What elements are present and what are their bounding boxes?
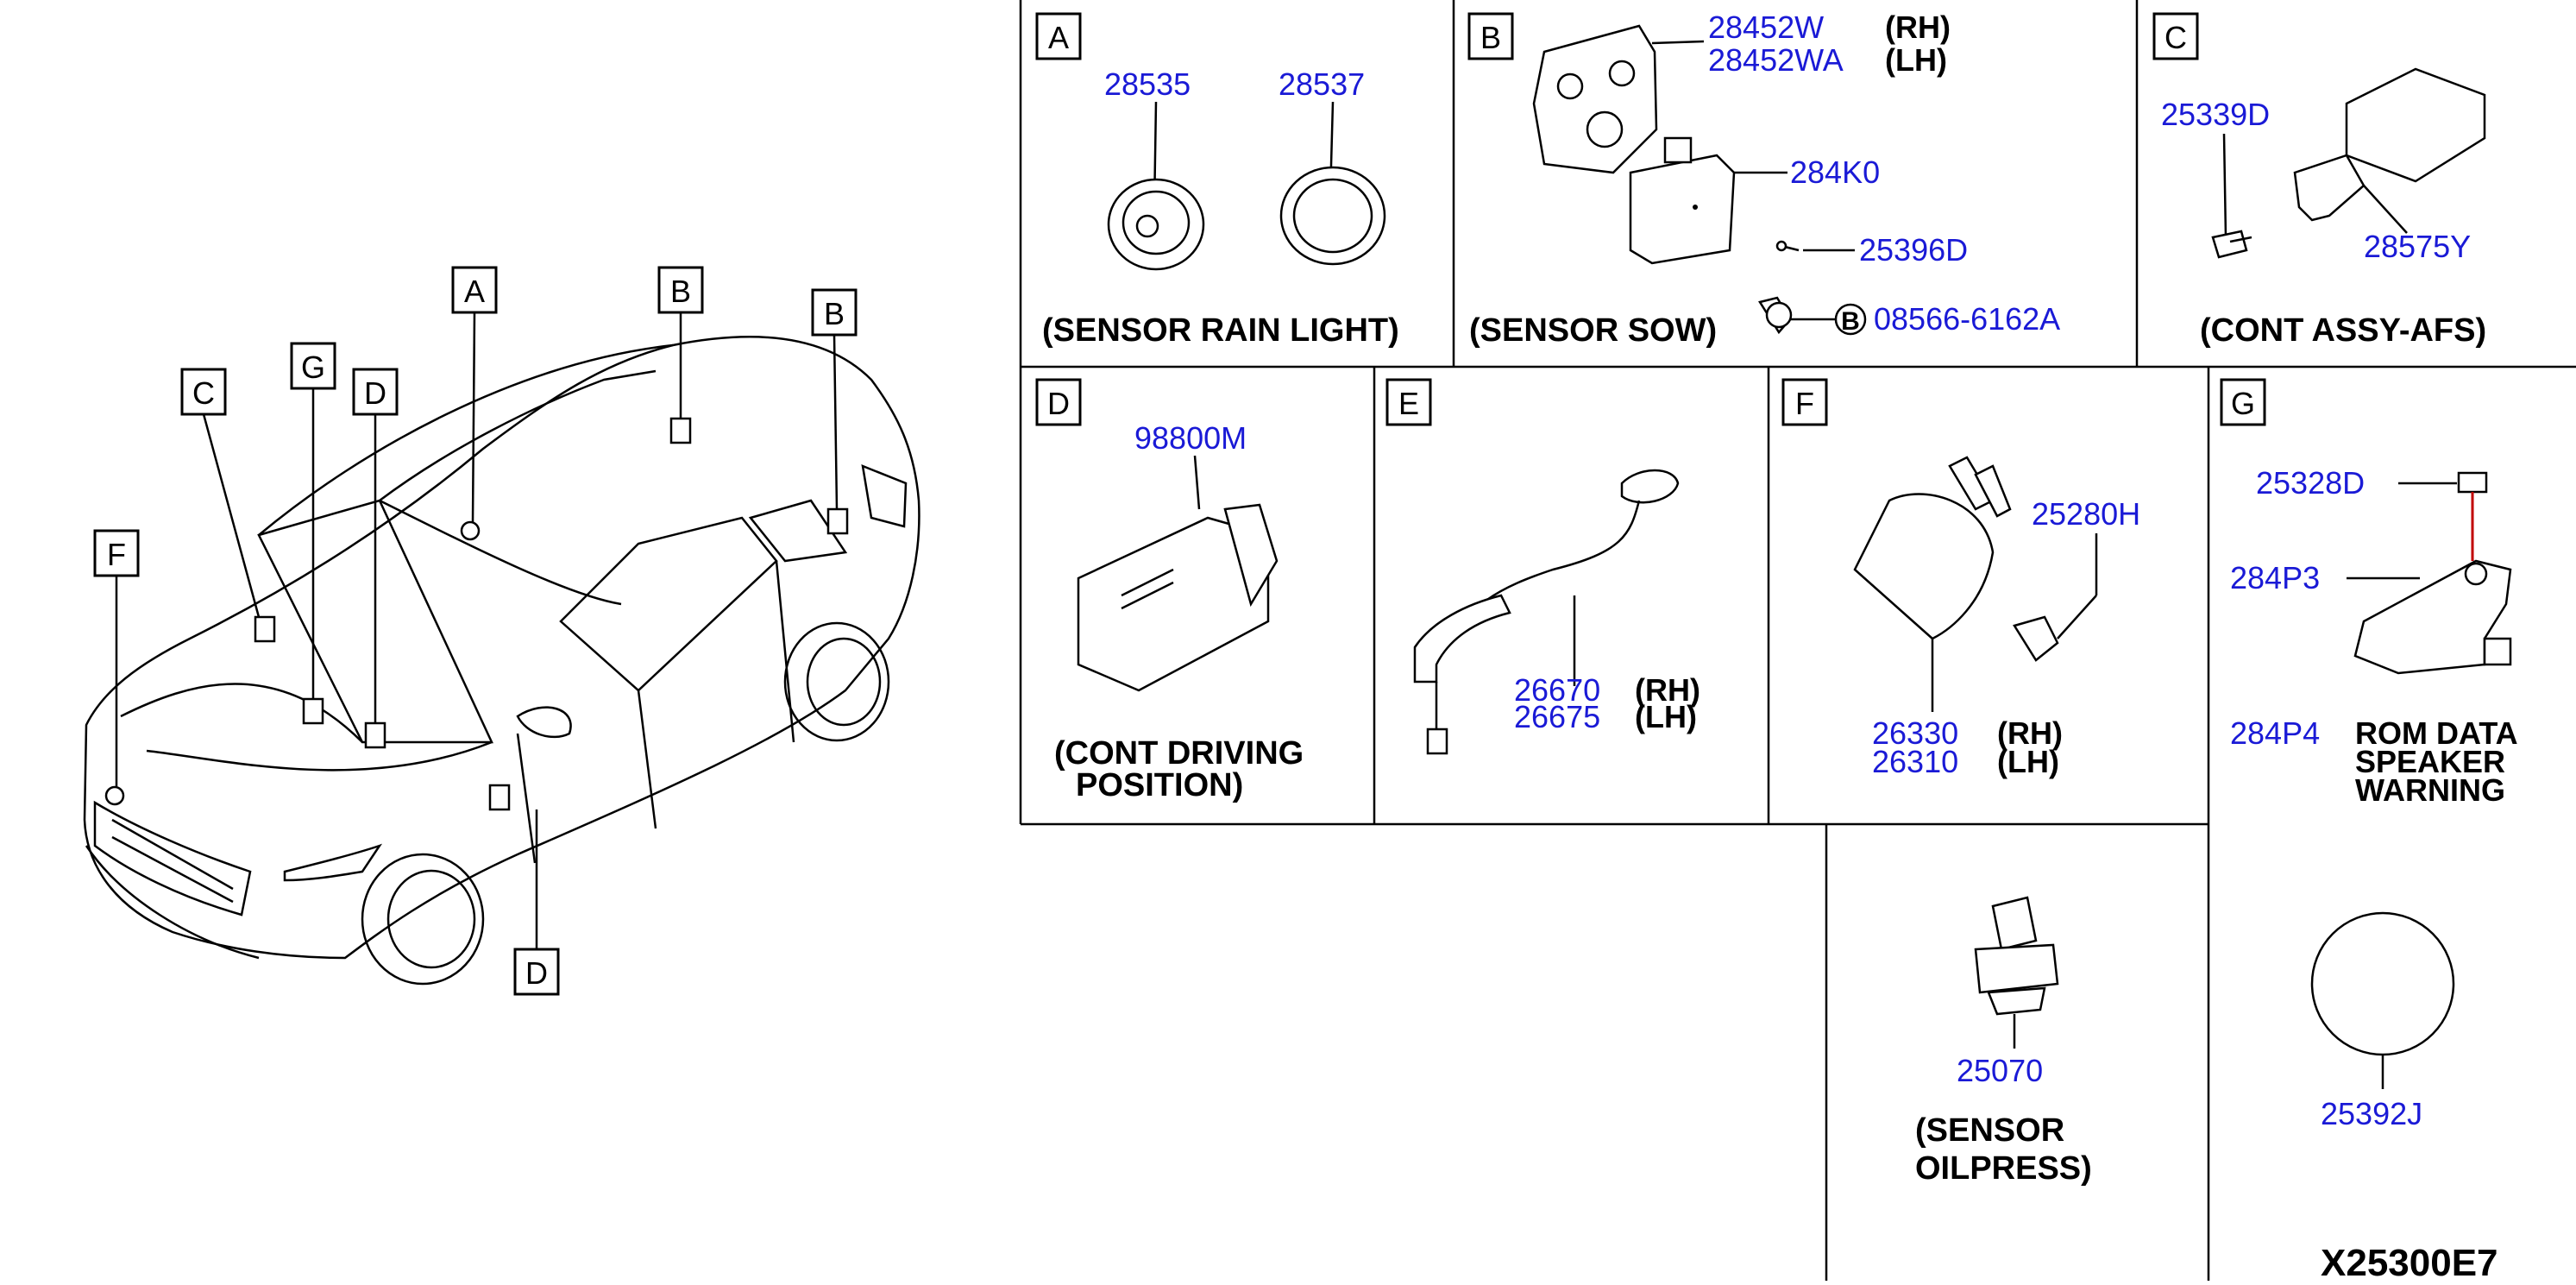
part-26310: 26310 [1872, 744, 1958, 779]
svg-text:C: C [192, 375, 215, 411]
screw-icon [2457, 471, 2488, 561]
note-warning: WARNING [2355, 772, 2505, 808]
svg-text:D: D [525, 955, 548, 991]
bolt-icon [2013, 615, 2059, 662]
panel-a-caption: (SENSOR RAIN LIGHT) [1042, 312, 1399, 349]
panel-grid [1019, 0, 2576, 1281]
harness-icon [1413, 469, 1680, 755]
car-callout-a: A [451, 266, 498, 314]
svg-text:D: D [364, 375, 386, 411]
part-284k0: 284K0 [1790, 154, 1880, 190]
screw-icon [1775, 240, 1800, 252]
side-rh: (RH) [1635, 672, 1700, 708]
panel-b-letter: B [1480, 20, 1501, 55]
rain-light-sensor-icon [1107, 178, 1205, 271]
panel-c-letter: C [2164, 20, 2187, 55]
car-callout-d-dash: D [352, 368, 399, 416]
oil-caption-1: (SENSOR [1915, 1112, 2064, 1149]
side-lh: (LH) [1635, 699, 1697, 734]
callout-leaders [115, 312, 839, 949]
car-callout-c: C [180, 368, 227, 416]
part-28535: 28535 [1104, 66, 1191, 102]
side-lh: (LH) [1997, 744, 2059, 779]
panel-oil-pressure: 25070 (SENSOR OILPRESS) [1915, 896, 2092, 1187]
part-25280h: 25280H [2032, 496, 2140, 532]
part-28452wa: 28452WA [1708, 42, 1844, 78]
panel-d-caption-2: POSITION) [1076, 767, 1243, 803]
panel-b: B 28452W (RH) 28452WA (LH) 284K0 25396D [1467, 9, 2060, 349]
panel-a-letter: A [1048, 20, 1069, 55]
panel-d: D 98800M (CONT DRIVING POSITION) [1035, 378, 1304, 803]
svg-text:F: F [107, 537, 126, 572]
car-callout-b-roof: B [657, 266, 704, 314]
panel-d-caption-1: (CONT DRIVING [1054, 735, 1304, 772]
part-284p3: 284P3 [2230, 560, 2320, 595]
horn-icon [1853, 456, 2012, 640]
panel-d-letter: D [1047, 386, 1070, 421]
panel-a-label-box [1035, 12, 1082, 60]
part-28575y: 28575Y [2364, 229, 2471, 264]
diagram-reference: X25300E7 [2321, 1242, 2498, 1281]
bolt-icon [1758, 296, 1793, 335]
driving-position-control-icon [1077, 503, 1279, 692]
svg-text:B: B [670, 274, 691, 309]
afs-control-icon [2293, 67, 2486, 222]
side-rh: (RH) [1997, 715, 2063, 751]
speaker-warning-icon [2353, 559, 2512, 675]
panel-f-letter: F [1795, 386, 1814, 421]
sow-bracket-icon [1532, 24, 1658, 174]
panel-g-letter: G [2231, 386, 2255, 421]
part-98800m: 98800M [1134, 420, 1247, 456]
bolt-icon [2211, 230, 2252, 259]
part-25396d: 25396D [1859, 232, 1968, 268]
part-284p4: 284P4 [2230, 715, 2320, 751]
panel-c: C 25339D 28575Y (CONT ASSY-AFS) [2152, 12, 2486, 349]
part-25070: 25070 [1957, 1053, 2043, 1088]
panel-disc: 25392J [2310, 911, 2455, 1131]
part-26670: 26670 [1514, 672, 1600, 708]
panel-f: F 25280H 26330 (RH) 26310 (LH) [1781, 378, 2140, 779]
part-25339d: 25339D [2161, 97, 2270, 132]
panel-a: A 28535 28537 (SENSOR RAIN LIGHT) [1035, 12, 1399, 349]
svg-text:A: A [464, 274, 485, 309]
part-26675: 26675 [1514, 699, 1600, 734]
part-25328d: 25328D [2256, 465, 2365, 501]
oil-pressure-sensor-icon [1974, 896, 2059, 1016]
car-callout-g: G [290, 342, 336, 390]
note-speaker: SPEAKER [2355, 744, 2505, 779]
car-callout-d-door: D [513, 948, 560, 996]
car-callout-b-rear: B [811, 288, 858, 337]
marker-b-letter: B [1841, 307, 1860, 336]
panel-g: G 25328D 284P3 284P4 ROM DATA SPEAKER WA… [2220, 378, 2518, 808]
part-08566-6162a: 08566-6162A [1874, 301, 2060, 337]
panel-c-caption: (CONT ASSY-AFS) [2200, 312, 2486, 349]
part-28452w: 28452W [1708, 9, 1824, 45]
note-rom-data: ROM DATA [2355, 715, 2518, 751]
side-rh: (RH) [1885, 9, 1951, 45]
panel-b-caption: (SENSOR SOW) [1469, 312, 1717, 349]
panel-e-letter: E [1398, 386, 1419, 421]
oil-caption-2: OILPRESS) [1915, 1150, 2092, 1187]
svg-text:G: G [301, 350, 325, 385]
part-26330: 26330 [1872, 715, 1958, 751]
car-callout-f: F [93, 529, 140, 577]
panel-e: E 26670 (RH) 26675 (LH) [1385, 378, 1700, 755]
side-lh: (LH) [1885, 42, 1947, 78]
sensor-bracket-icon [1279, 166, 1386, 266]
disc-label-icon [2310, 911, 2455, 1056]
part-28537: 28537 [1279, 66, 1365, 102]
part-25392j: 25392J [2321, 1096, 2422, 1131]
sow-sensor-icon [1629, 136, 1736, 265]
marker-b-icon [1834, 303, 1867, 336]
svg-text:B: B [824, 296, 845, 331]
